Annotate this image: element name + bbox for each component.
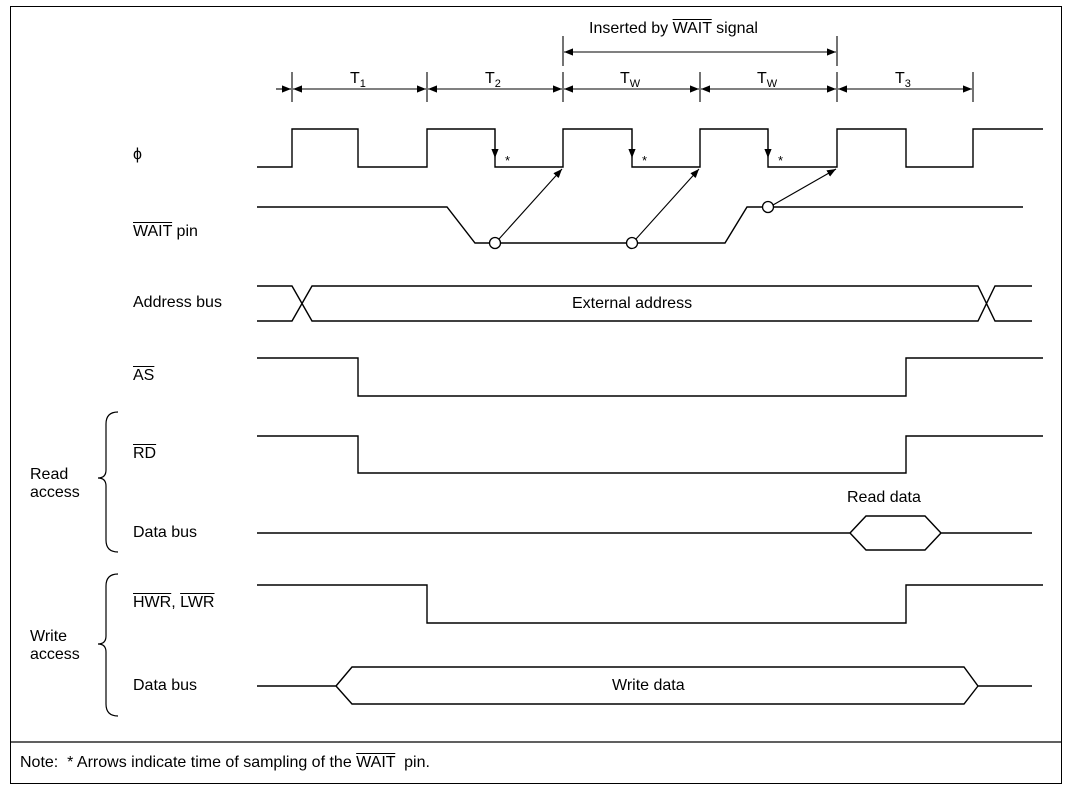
address-bus-label: Address bus xyxy=(133,294,222,311)
as-label: AS xyxy=(133,367,155,384)
note-text: Note: * Arrows indicate time of sampling… xyxy=(20,754,430,771)
address-bus-value: External address xyxy=(572,295,693,312)
as-waveform xyxy=(257,357,1043,397)
write-access-brace xyxy=(97,573,119,717)
sampling-arrows xyxy=(491,130,772,158)
address-bus-waveform xyxy=(257,285,1032,322)
period-ruler xyxy=(276,72,974,102)
write-data-value: Write data xyxy=(612,677,685,694)
diagram-frame xyxy=(10,6,1062,784)
read-data-bus-waveform xyxy=(257,515,1032,551)
period-label-tw1: TW xyxy=(620,70,641,90)
read-access-label-2: access xyxy=(30,484,80,501)
wait-insert-bracket xyxy=(562,36,838,66)
read-access-brace xyxy=(97,411,119,553)
read-data-value: Read data xyxy=(847,489,921,506)
hwr-lwr-waveform xyxy=(257,584,1043,624)
write-access-label-2: access xyxy=(30,646,80,663)
period-label-t1: T1 xyxy=(350,70,366,90)
phi-label: ϕ xyxy=(133,146,142,163)
hwr-lwr-label: HWR, LWR xyxy=(133,594,215,611)
period-label-tw2: TW xyxy=(757,70,778,90)
sample-marker: * xyxy=(778,153,784,168)
write-data-bus-label: Data bus xyxy=(133,677,198,694)
rd-label: RD xyxy=(133,445,157,462)
wait-pin-waveform xyxy=(257,206,1023,244)
period-label-t2: T2 xyxy=(485,70,501,90)
inserted-by-wait-label: Inserted by WAIT signal xyxy=(589,20,758,37)
sample-marker: * xyxy=(505,153,511,168)
period-label-t3: T3 xyxy=(895,70,911,90)
read-access-label-1: Read xyxy=(30,466,69,483)
sample-marker: * xyxy=(642,153,648,168)
wait-pin-label: WAIT pin xyxy=(133,223,198,240)
read-data-bus-label: Data bus xyxy=(133,524,198,541)
write-data-bus-waveform xyxy=(257,666,1032,705)
phi-clock-waveform xyxy=(257,128,1043,168)
write-access-label-1: Write xyxy=(30,628,68,645)
rd-waveform xyxy=(257,435,1043,474)
wait-causal-arrows xyxy=(488,168,837,250)
